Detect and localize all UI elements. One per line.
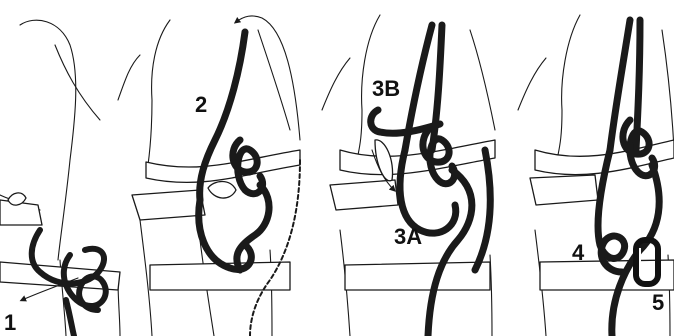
step-label-5: 5: [652, 290, 664, 315]
step-label-3b: 3B: [372, 76, 400, 101]
panel-2: 2: [118, 16, 300, 336]
step-label-1: 1: [4, 310, 16, 335]
panel-1: 1: [0, 20, 120, 336]
panel-4: 4 5: [518, 15, 674, 336]
step-label-4: 4: [572, 240, 585, 265]
step-label-2: 2: [195, 92, 207, 117]
step-label-3a: 3A: [394, 224, 422, 249]
panel-3: 3B 3A: [322, 15, 495, 336]
